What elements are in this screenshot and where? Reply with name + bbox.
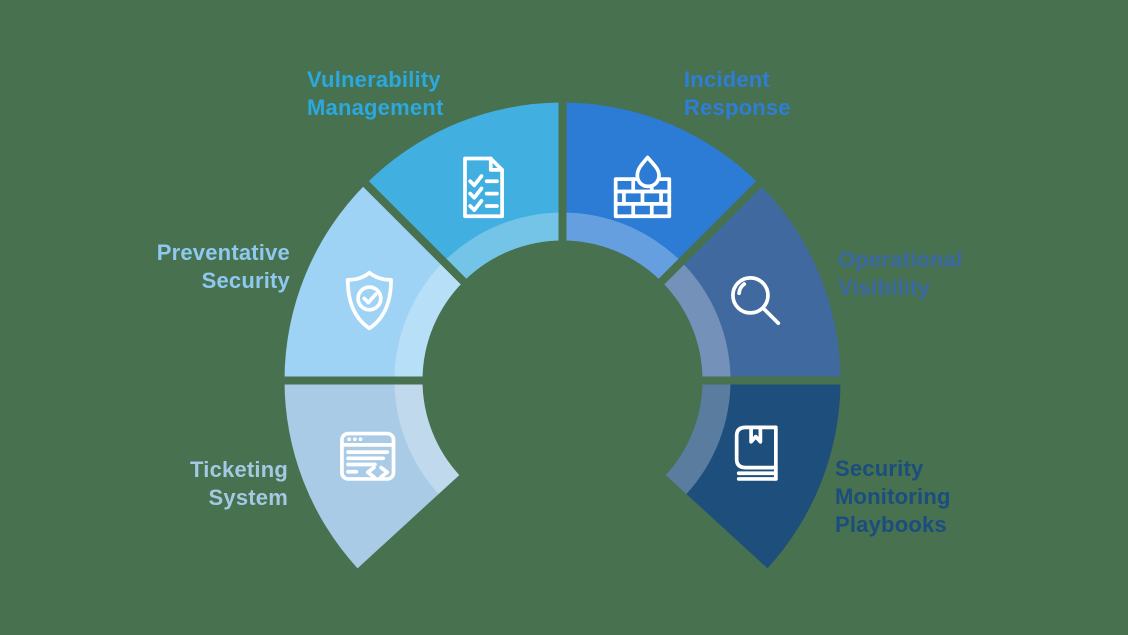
segment-inner-highlight (443, 212, 563, 282)
segment-inner-highlight (394, 261, 464, 381)
label-preventative-security: Preventative Security (156, 240, 290, 293)
segment-inner-highlight (562, 212, 682, 282)
segment-inner-highlight (665, 380, 731, 494)
segment-inner-highlight (394, 380, 460, 494)
segment-inner-highlight (661, 261, 731, 381)
label-vulnerability-management: Vulnerability Management (307, 67, 444, 120)
label-security-monitoring-playbooks: Security Monitoring Playbooks (835, 456, 951, 537)
segment-gap (351, 169, 478, 296)
segment-gap (647, 169, 774, 296)
label-incident-response: Incident Response (684, 67, 791, 120)
label-ticketing-system: Ticketing System (190, 457, 288, 510)
segment-preventative-security (284, 183, 464, 381)
label-operational-visibility: Operational Visibility (838, 247, 963, 300)
segment-operational-visibility (661, 183, 841, 381)
